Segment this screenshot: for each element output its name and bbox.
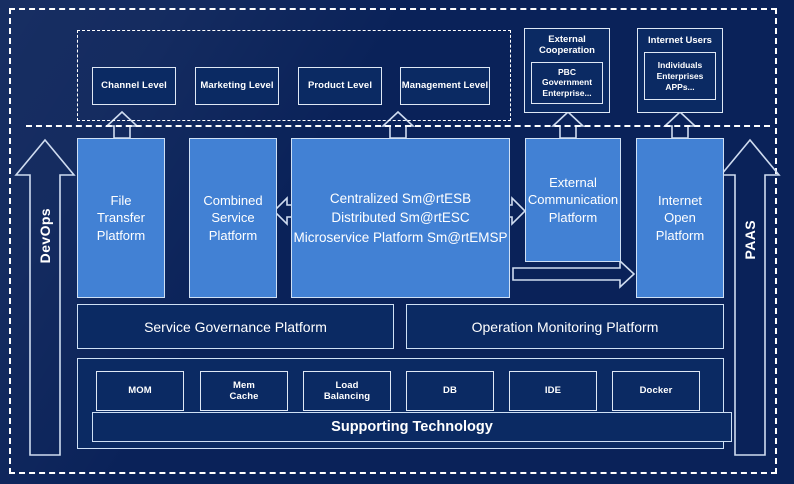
level-box-management-label: Management Level	[401, 80, 489, 92]
level-box-marketing[interactable]: Marketing Level	[195, 67, 279, 105]
tech-mom-line1: MOM	[128, 385, 152, 397]
operation-monitoring-platform[interactable]: Operation Monitoring Platform	[406, 304, 724, 349]
tech-box-mom[interactable]: MOM	[96, 371, 184, 411]
level-box-product-label: Product Level	[307, 80, 373, 92]
service-governance-platform[interactable]: Service Governance Platform	[77, 304, 394, 349]
tech-box-ide[interactable]: IDE	[509, 371, 597, 411]
core-line-1: Centralized Sm@rtESB	[329, 190, 472, 206]
tech-box-docker[interactable]: Docker	[612, 371, 700, 411]
external-cooperation-box[interactable]: External Cooperation PBC Government Ente…	[524, 28, 610, 113]
tech-box-load-balancing-label: Load Balancing	[324, 380, 370, 403]
paas-arrow-label: PAAS	[742, 220, 758, 260]
tech-box-mom-label: MOM	[128, 385, 152, 396]
internet-users-box[interactable]: Internet Users Individuals Enterprises A…	[637, 28, 723, 113]
internet-users-body: Individuals Enterprises APPs...	[656, 59, 704, 92]
tech-box-docker-label: Docker	[640, 385, 673, 396]
tech-lb-line1: Load	[335, 379, 359, 391]
platform-core-integration-label: Centralized Sm@rtESB Distributed Sm@rtES…	[294, 189, 508, 248]
tech-memcache-line2: Cache	[229, 391, 259, 402]
external-cooperation-body: PBC Government Enterprise...	[541, 66, 593, 99]
tech-box-mem-cache[interactable]: Mem Cache	[200, 371, 288, 411]
tech-db-line1: DB	[443, 385, 457, 397]
level-box-channel-label: Channel Level	[101, 80, 167, 92]
level-box-marketing-label: Marketing Level	[200, 80, 274, 92]
internet-users-inner: Individuals Enterprises APPs...	[644, 52, 716, 101]
devops-arrow-label: DevOps	[37, 208, 53, 264]
consumer-platform-separator	[26, 125, 770, 127]
tech-lb-line2: Balancing	[323, 391, 371, 402]
service-governance-platform-label: Service Governance Platform	[144, 318, 327, 335]
internal-channels-group	[77, 30, 511, 121]
supporting-technology-label: Supporting Technology	[331, 419, 493, 435]
core-line-3: Microservice Platform Sm@rtEMSP	[293, 229, 508, 245]
supporting-technology-bar[interactable]: Supporting Technology	[92, 412, 732, 442]
tech-ide-line1: IDE	[544, 385, 562, 397]
tech-memcache-line1: Mem	[233, 379, 255, 391]
level-box-management[interactable]: Management Level	[400, 67, 490, 105]
external-cooperation-inner: PBC Government Enterprise...	[531, 61, 603, 104]
operation-monitoring-platform-label: Operation Monitoring Platform	[471, 318, 659, 335]
core-line-2: Distributed Sm@rtESC	[331, 210, 470, 226]
level-box-product[interactable]: Product Level	[298, 67, 382, 105]
tech-box-ide-label: IDE	[545, 385, 561, 396]
platform-core-integration[interactable]: Centralized Sm@rtESB Distributed Sm@rtES…	[291, 138, 510, 298]
level-box-channel[interactable]: Channel Level	[92, 67, 176, 105]
tech-box-load-balancing[interactable]: Load Balancing	[303, 371, 391, 411]
tech-box-mem-cache-label: Mem Cache	[229, 380, 258, 403]
tech-box-db-label: DB	[443, 385, 457, 396]
internet-users-title: Internet Users	[648, 35, 712, 46]
external-cooperation-title: External Cooperation	[539, 34, 595, 57]
tech-docker-line1: Docker	[639, 385, 673, 397]
tech-box-db[interactable]: DB	[406, 371, 494, 411]
